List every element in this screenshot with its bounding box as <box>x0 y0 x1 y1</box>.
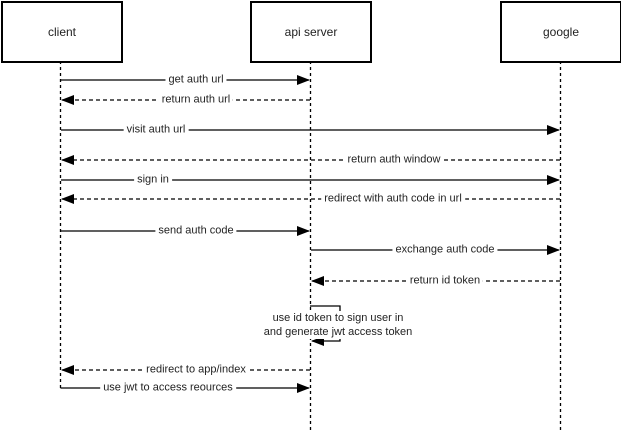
actor-google: google <box>500 1 621 63</box>
message-label-exchange-auth-code: exchange auth code <box>392 243 498 257</box>
message-label-send-auth-code: send auth code <box>155 224 237 238</box>
message-label-redirect-with-auth-code: redirect with auth code in url <box>321 192 465 206</box>
actor-google-label: google <box>542 25 580 39</box>
actor-api-server: api server <box>250 1 372 63</box>
message-label-use-jwt: use jwt to access reources <box>100 381 236 395</box>
actor-client: client <box>1 1 123 63</box>
message-label-get-auth-url: get auth url <box>165 73 227 87</box>
self-note-line-2: and generate jwt access token <box>263 326 413 338</box>
actor-api-server-label: api server <box>284 25 338 39</box>
message-label-return-auth-url: return auth url <box>158 93 234 107</box>
message-label-return-auth-window: return auth window <box>344 153 444 167</box>
actor-client-label: client <box>47 25 76 39</box>
message-label-return-id-token: return id token <box>406 274 484 288</box>
message-label-redirect-to-app-index: redirect to app/index <box>143 363 249 377</box>
message-label-self-note: use id token to sign user in and generat… <box>261 311 415 339</box>
self-note-line-1: use id token to sign user in <box>272 312 404 324</box>
message-label-sign-in: sign in <box>134 173 172 187</box>
message-label-visit-auth-url: visit auth url <box>123 123 189 137</box>
